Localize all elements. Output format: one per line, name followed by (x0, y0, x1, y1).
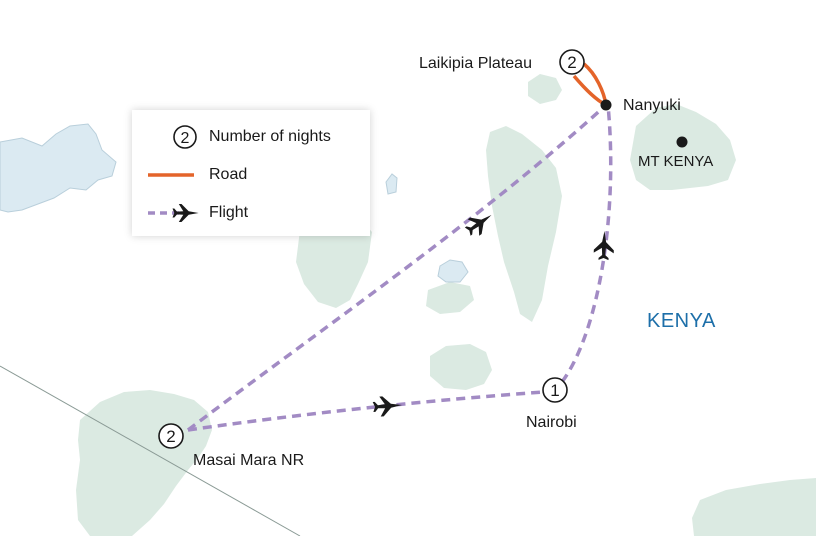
flight-route-mara-nanyuki (186, 103, 608, 432)
flight-line-icon (148, 204, 199, 222)
nights-count: 2 (166, 427, 175, 446)
flight-route-mara-nairobi (187, 390, 545, 432)
lake-naivasha (437, 259, 469, 283)
lake-small-1 (385, 173, 398, 195)
land-patch-south-east (692, 478, 816, 536)
flight-route-nairobi-nanyuki (560, 104, 613, 384)
land-patch-masai-mara (76, 390, 212, 536)
legend-row-flight: Flight (132, 198, 370, 228)
place-label-nairobi: Nairobi (526, 414, 577, 431)
road-line-icon (148, 173, 194, 177)
nights-count: 2 (567, 53, 576, 72)
location-dot-mt-kenya (676, 136, 688, 148)
location-dot-nanyuki (600, 99, 612, 111)
nights-symbol-icon: 2 (173, 125, 197, 149)
land-patch-nairobi-west (430, 344, 492, 390)
border-line (0, 365, 301, 536)
place-label-mt-kenya: MT KENYA (638, 153, 714, 170)
legend-nights-label: Number of nights (209, 128, 331, 145)
legend-row-road: Road (132, 160, 370, 190)
lake-shape (0, 123, 117, 213)
plane-icon (593, 230, 615, 261)
land-patch-laikipia (528, 74, 562, 104)
legend-nights-symbol: 2 (181, 130, 190, 147)
legend-flight-label: Flight (209, 204, 249, 221)
country-label: KENYA (647, 310, 716, 332)
place-label-masai-mara: Masai Mara NR (193, 452, 305, 469)
land-patch-west (296, 214, 372, 308)
legend-road-label: Road (209, 166, 248, 183)
map-legend: 2 Number of nights Road Flight (132, 110, 370, 236)
place-label-laikipia: Laikipia Plateau (419, 55, 532, 72)
nights-marker-nairobi: 1 (542, 377, 568, 403)
legend-row-nights: 2 Number of nights (132, 122, 370, 152)
nights-marker-masai-mara: 2 (158, 423, 184, 449)
land-patch-aberdare (486, 126, 562, 322)
place-label-nanyuki: Nanyuki (623, 97, 681, 114)
land-patch-lake-nakuru (426, 282, 474, 314)
nights-count: 1 (550, 381, 559, 400)
nights-marker-laikipia: 2 (559, 49, 585, 75)
